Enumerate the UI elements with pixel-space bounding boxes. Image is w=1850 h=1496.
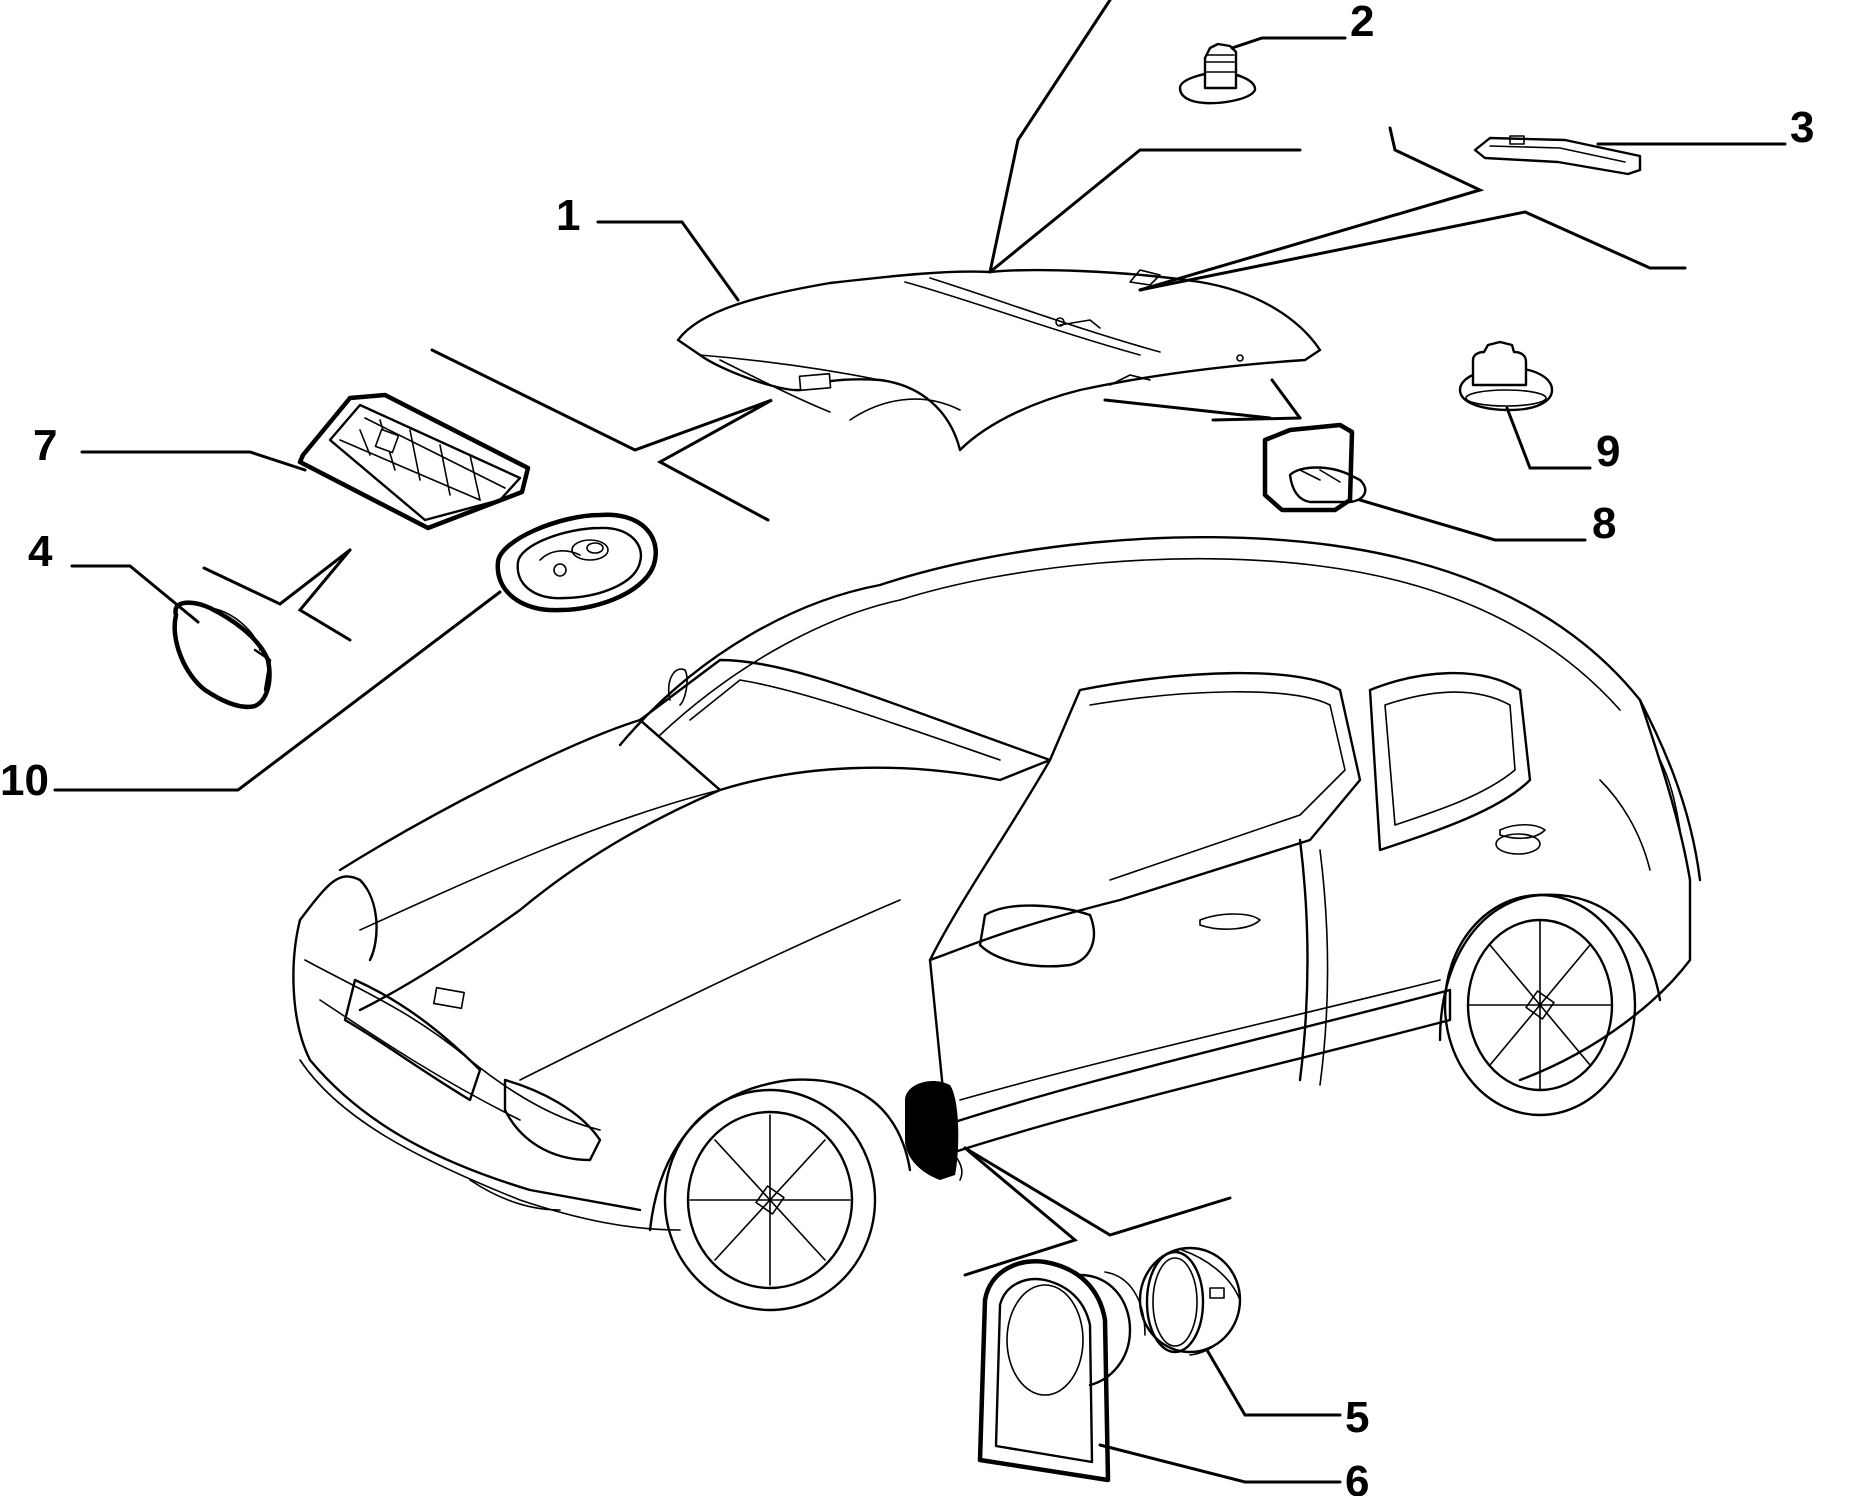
car-outline [292, 535, 1702, 1312]
callout-8: 8 [1592, 499, 1616, 548]
callout-3: 3 [1790, 103, 1814, 152]
callout-1: 1 [556, 191, 580, 240]
callout-2: 2 [1350, 0, 1374, 46]
part-8-switch [1262, 422, 1367, 513]
part-4-lens [172, 600, 272, 710]
part-3-trim-strip [1473, 135, 1642, 176]
callout-6: 6 [1345, 1457, 1369, 1496]
part-6-gasket [977, 1259, 1146, 1483]
part-9-cap [1458, 340, 1554, 412]
part-1-headliner [676, 268, 1322, 452]
callout-9: 9 [1596, 427, 1620, 476]
callout-7: 7 [33, 421, 57, 470]
part-5-ring [1138, 1246, 1242, 1356]
callout-5: 5 [1345, 1393, 1369, 1442]
part-2-clip [1178, 42, 1257, 105]
part-7-lamp-housing [297, 392, 531, 531]
callout-10: 10 [0, 756, 49, 805]
part-10-lamp-lens [495, 512, 658, 613]
callout-4: 4 [28, 527, 53, 576]
